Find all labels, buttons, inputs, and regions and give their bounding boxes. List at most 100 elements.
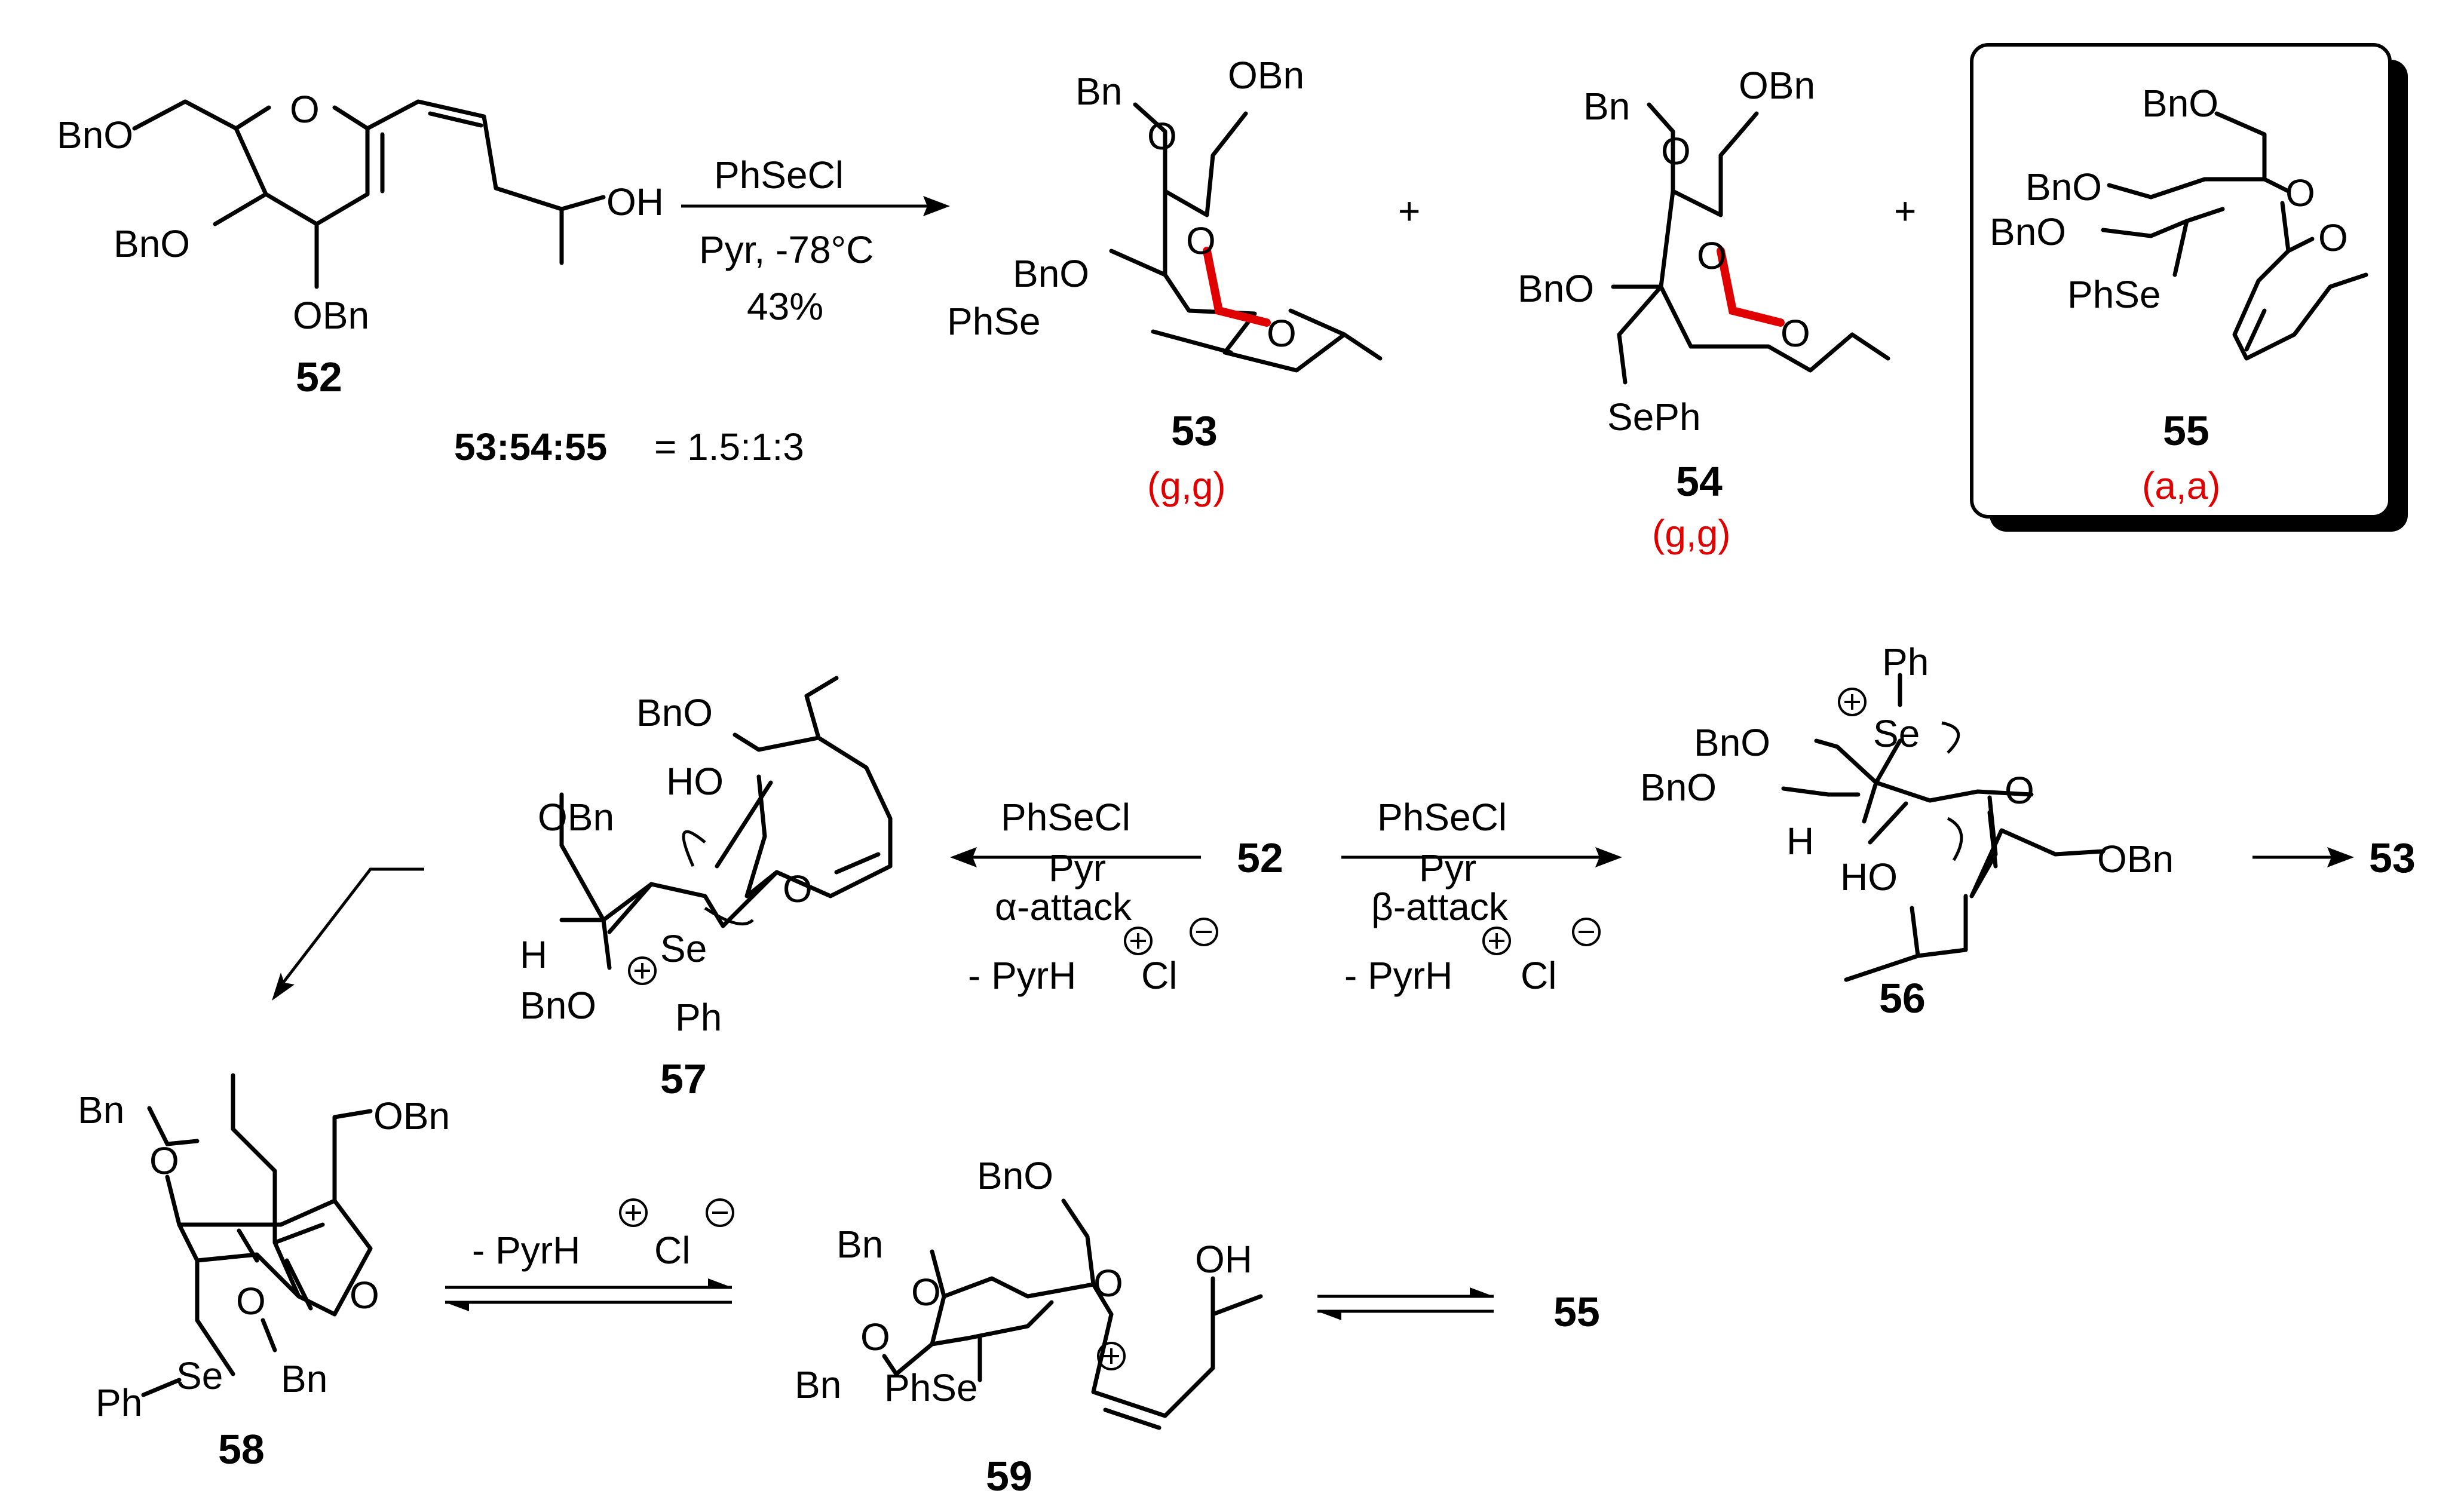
atom-label: O — [2318, 216, 2348, 259]
atom-label: BnO — [2025, 165, 2102, 208]
atom-label: Se — [1873, 712, 1920, 755]
product-ratio-values: = 1.5:1:3 — [654, 425, 804, 468]
reaction-arrow — [681, 196, 950, 216]
alpha-attack-arrow — [950, 847, 1201, 867]
atom-label: BnO — [114, 222, 190, 265]
atom-label: O — [236, 1280, 266, 1323]
compound-57: BnO HO OBn O H Se Ph BnO 57 — [520, 676, 893, 1102]
yield-label: 43% — [747, 285, 823, 328]
atom-label: Se — [660, 927, 707, 970]
atom-label: O — [290, 88, 320, 131]
atom-label: O — [911, 1271, 941, 1314]
atom-label: O — [1267, 312, 1297, 355]
atom-label: Bn — [78, 1088, 124, 1131]
compound-58: Bn O OBn O O Se Ph Bn 58 — [78, 1073, 450, 1473]
atom-label: PhSe — [884, 1366, 978, 1409]
atom-label: Ph — [1882, 640, 1929, 683]
electron-arrow — [682, 830, 706, 867]
atom-label: O — [1186, 219, 1216, 262]
attack-mode-label: α-attack — [995, 885, 1132, 928]
atom-label: O — [350, 1274, 379, 1317]
reaction-arrow — [2252, 847, 2354, 867]
plus-sign: + — [1398, 189, 1420, 232]
atom-label: Bn — [836, 1223, 883, 1266]
atom-label: O — [2285, 171, 2315, 214]
atom-label: OBn — [538, 796, 614, 839]
atom-label: BnO — [57, 114, 133, 157]
compound-number-52: 52 — [296, 354, 342, 400]
atom-label: H — [520, 933, 547, 976]
atom-label: PhSe — [2067, 273, 2161, 316]
reaction-arrow — [272, 867, 424, 1001]
atom-label: BnO — [1694, 721, 1770, 764]
compound-number-58: 58 — [218, 1426, 265, 1473]
compound-number-53-ref: 53 — [2369, 835, 2416, 881]
atom-label: OBn — [1739, 64, 1815, 107]
compound-number-59: 59 — [986, 1453, 1032, 1499]
attack-mode-label: β-attack — [1371, 885, 1509, 928]
highlight-box-55 — [1970, 43, 2408, 532]
beta-attack-arrow — [1341, 847, 1622, 867]
compound-number-56: 56 — [1879, 975, 1926, 1022]
atom-label: Bn — [1583, 85, 1630, 128]
reagent-label: PhSeCl — [1001, 796, 1130, 839]
counterion-label: Cl — [1521, 954, 1556, 997]
compound-number-53: 53 — [1171, 407, 1218, 454]
atom-label: BnO — [1518, 267, 1594, 310]
atom-label: O — [860, 1315, 890, 1358]
atom-label: SePh — [1607, 395, 1701, 438]
atom-label: Se — [176, 1354, 223, 1397]
atom-label: O — [1780, 312, 1810, 355]
compound-number-55-ref: 55 — [1553, 1289, 1600, 1335]
atom-label: BnO — [2142, 82, 2218, 125]
reagent-label: PhSeCl — [714, 154, 844, 197]
atom-label: BnO — [1990, 210, 2066, 253]
atom-label: OH — [1195, 1238, 1252, 1281]
atom-label: PhSe — [947, 300, 1041, 343]
conformation-label-54: (g,g) — [1652, 512, 1731, 555]
atom-label: BnO — [520, 984, 596, 1027]
atom-label: O — [1147, 115, 1177, 158]
atom-label: BnO — [1013, 252, 1089, 295]
atom-label: Bn — [1075, 70, 1122, 113]
atom-label: O — [1093, 1262, 1123, 1305]
byproduct-label: - PyrH — [968, 954, 1076, 997]
atom-label: O — [1661, 130, 1691, 173]
atom-label: O — [783, 867, 813, 910]
compound-number-55: 55 — [2163, 407, 2209, 454]
product-ratio-compounds: 53:54:55 — [454, 425, 607, 468]
base-label: Pyr — [1049, 847, 1106, 890]
counterion-label: Cl — [654, 1229, 690, 1272]
atom-label: BnO — [1640, 766, 1717, 809]
compound-59: BnO Bn O O O Bn PhSe OH 59 — [795, 1154, 1263, 1499]
compound-53: Bn OBn O O BnO PhSe O 53 (g,g) — [947, 54, 1383, 507]
electron-arrow — [704, 906, 754, 926]
reagent-label: PhSeCl — [1377, 796, 1507, 839]
compound-55: BnO BnO BnO O O PhSe 55 (a,a) — [1990, 82, 2368, 507]
atom-label: OH — [606, 180, 664, 223]
conformation-label-53: (g,g) — [1147, 464, 1226, 507]
atom-label: BnO — [977, 1154, 1053, 1197]
compound-number-57: 57 — [660, 1056, 707, 1102]
base-label: Pyr — [1419, 847, 1476, 890]
atom-label: HO — [666, 760, 724, 803]
atom-label: OBn — [2097, 838, 2174, 881]
compound-number-52-ref: 52 — [1237, 835, 1283, 881]
atom-label: O — [2005, 769, 2034, 812]
compound-54: Bn OBn O O BnO O SePh 54 (g,g) — [1518, 64, 1890, 555]
atom-label: O — [149, 1139, 179, 1182]
byproduct-label: - PyrH — [472, 1229, 580, 1272]
atom-label: Ph — [675, 996, 722, 1039]
atom-label: Ph — [96, 1381, 142, 1424]
atom-label: OBn — [293, 294, 369, 337]
atom-label: HO — [1840, 855, 1898, 898]
conformation-label-55: (a,a) — [2142, 464, 2221, 507]
equilibrium-arrow — [1317, 1287, 1494, 1320]
atom-label: Bn — [281, 1357, 327, 1400]
compound-number-54: 54 — [1676, 458, 1723, 505]
equilibrium-arrow — [445, 1278, 732, 1311]
counterion-label: Cl — [1141, 954, 1177, 997]
atom-label: OBn — [373, 1094, 450, 1137]
electron-arrow — [1941, 721, 1960, 754]
